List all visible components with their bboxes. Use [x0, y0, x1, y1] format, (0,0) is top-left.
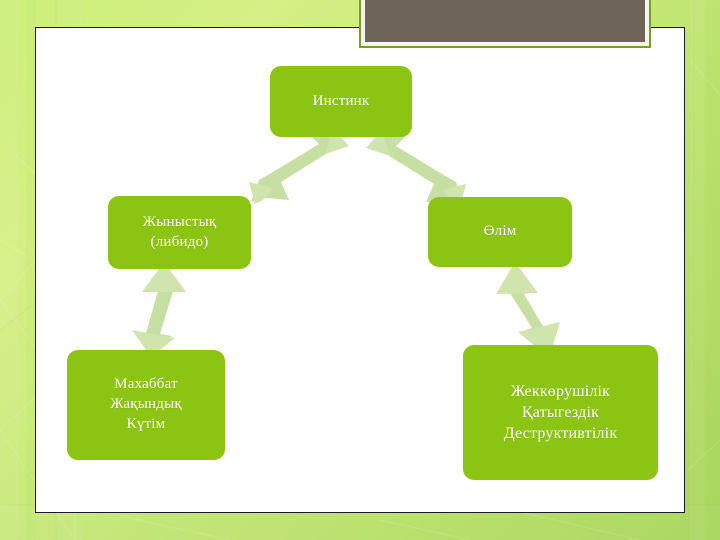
background-band [706, 0, 720, 540]
node-sexual[interactable]: Жыныстық (либидо) [108, 196, 251, 269]
background-band [0, 0, 18, 540]
node-sexual-line-2: (либидо) [150, 233, 209, 250]
node-love-line-1: Махаббат [114, 376, 178, 393]
title-placeholder[interactable] [359, 0, 651, 48]
title-placeholder-fill [365, 0, 645, 42]
node-instinct[interactable]: Инстинк [270, 66, 412, 137]
node-hate[interactable]: Жеккөрушілік Қатыгездік Деструктивтілік [463, 345, 658, 480]
node-death-line-1: Өлім [483, 223, 517, 240]
node-death[interactable]: Өлім [428, 197, 572, 267]
node-love[interactable]: Махаббат Жақындық Күтім [67, 350, 225, 460]
node-love-line-3: Күтім [126, 415, 166, 432]
background-band [690, 0, 704, 540]
node-love-line-2: Жақындық [110, 396, 182, 413]
node-hate-line-3: Деструктивтілік [503, 425, 618, 443]
node-sexual-line-1: Жыныстық [142, 213, 217, 230]
node-hate-line-1: Жеккөрушілік [510, 382, 611, 400]
node-hate-line-2: Қатыгездік [521, 403, 600, 421]
node-instinct-line-1: Инстинк [312, 92, 370, 109]
